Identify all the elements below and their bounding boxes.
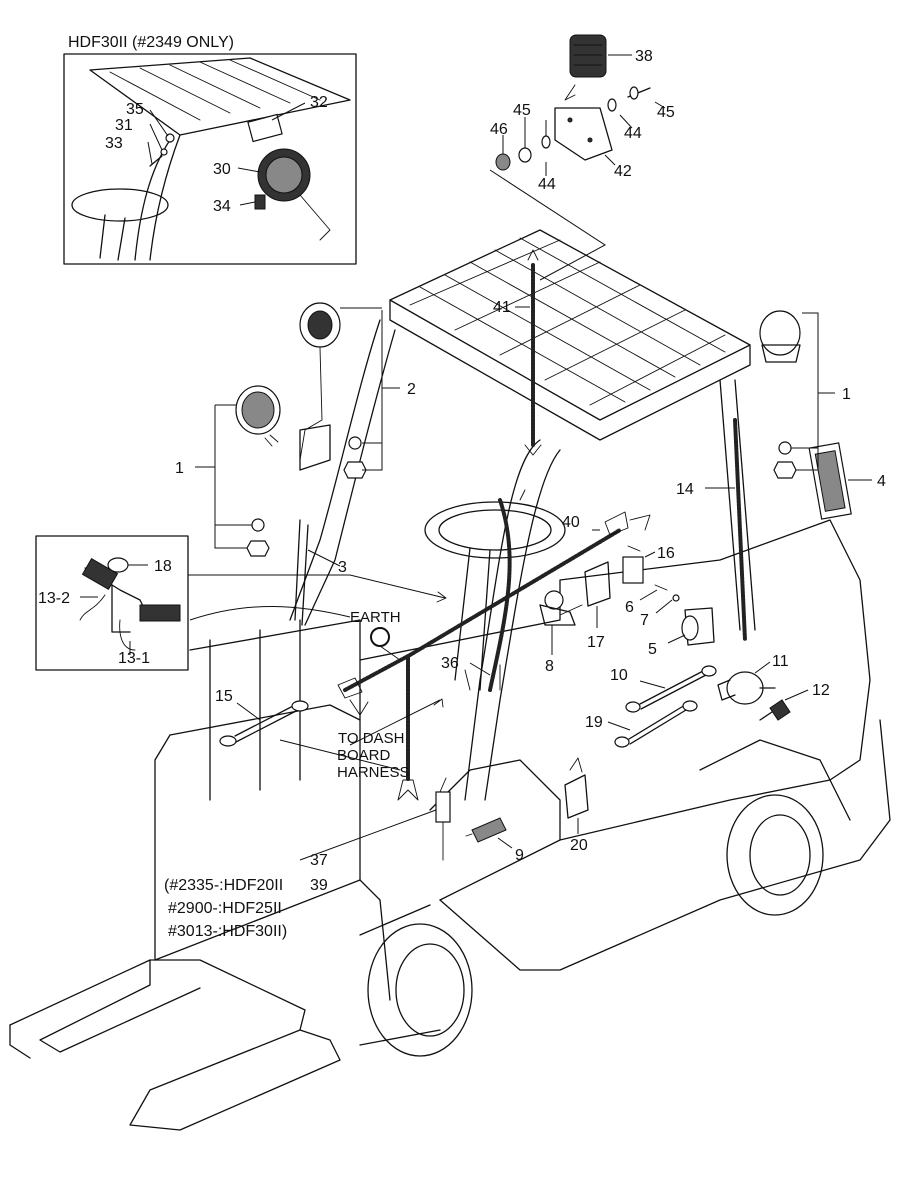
beacon-assembly: 38 45 45 46 44 44 42 bbox=[489, 34, 675, 281]
callout-36: 36 bbox=[441, 655, 459, 672]
callout-42: 42 bbox=[614, 163, 632, 180]
callout-11: 11 bbox=[772, 653, 789, 670]
fork-left bbox=[9, 959, 201, 1059]
to-dash-label-2: BOARD bbox=[337, 747, 391, 764]
key-switch: 11 12 bbox=[717, 653, 830, 721]
callout-1-right: 1 bbox=[842, 386, 851, 403]
callout-41: 41 bbox=[493, 299, 511, 316]
front-wheel bbox=[359, 904, 473, 1057]
rear-lamps-right: 1 4 14 bbox=[676, 310, 886, 642]
callout-9: 9 bbox=[515, 847, 524, 864]
callout-33: 33 bbox=[105, 135, 123, 152]
callout-7: 7 bbox=[640, 612, 649, 629]
main-harness: 40 36 EARTH TO DASH BOARD HARNESS bbox=[189, 489, 651, 801]
callout-32: 32 bbox=[310, 94, 328, 111]
callout-45a: 45 bbox=[513, 102, 531, 119]
callout-17: 17 bbox=[587, 634, 605, 651]
callout-2: 2 bbox=[407, 381, 416, 398]
forklift-outline bbox=[9, 229, 891, 1131]
callout-20: 20 bbox=[570, 837, 588, 854]
callout-14: 14 bbox=[676, 481, 694, 498]
callout-8: 8 bbox=[545, 658, 554, 675]
callout-38: 38 bbox=[635, 48, 653, 65]
callout-46: 46 bbox=[490, 121, 508, 138]
callout-6: 6 bbox=[625, 599, 634, 616]
callout-45b: 45 bbox=[657, 104, 675, 121]
truck-body bbox=[359, 519, 891, 971]
callout-10: 10 bbox=[610, 667, 628, 684]
callout-4: 4 bbox=[877, 473, 886, 490]
rear-wheel bbox=[726, 794, 824, 916]
callout-39: 39 bbox=[310, 877, 328, 894]
front-lamps-left: 2 1 3 bbox=[175, 302, 416, 626]
relays-and-small-parts: 16 17 20 8 5 6 7 9 bbox=[465, 545, 715, 864]
callout-31: 31 bbox=[115, 117, 133, 134]
inset-combination-switch: 18 13-2 13-1 bbox=[35, 535, 447, 671]
callout-37: 37 bbox=[310, 852, 328, 869]
callout-44a: 44 bbox=[624, 125, 642, 142]
callout-1-left: 1 bbox=[175, 460, 184, 477]
battery-cables: 15 10 19 bbox=[215, 665, 717, 748]
callout-35: 35 bbox=[126, 101, 144, 118]
inset-hdf30-2349: HDF30II (#2349 ONLY) 35 31 33 32 30 34 bbox=[63, 34, 357, 265]
harness-41: 41 bbox=[493, 249, 542, 456]
callout-40: 40 bbox=[562, 514, 580, 531]
callout-44b: 44 bbox=[538, 176, 556, 193]
callout-16: 16 bbox=[657, 545, 675, 562]
overhead-guard bbox=[289, 229, 756, 801]
callout-34: 34 bbox=[213, 198, 231, 215]
callout-13-2: 13-2 bbox=[38, 590, 70, 607]
callout-19: 19 bbox=[585, 714, 603, 731]
callout-12: 12 bbox=[812, 682, 830, 699]
inset-title: HDF30II (#2349 ONLY) bbox=[68, 34, 234, 51]
mast bbox=[154, 619, 391, 1001]
callout-13-1: 13-1 bbox=[118, 650, 150, 667]
to-dash-label-1: TO DASH bbox=[338, 730, 404, 747]
model-note-3: #3013-:HDF30II) bbox=[168, 923, 287, 940]
model-note-1: (#2335-:HDF20II bbox=[164, 877, 283, 894]
callout-30: 30 bbox=[213, 161, 231, 178]
earth-label: EARTH bbox=[350, 609, 401, 626]
callout-5: 5 bbox=[648, 641, 657, 658]
to-dash-label-3: HARNESS bbox=[337, 764, 410, 781]
sender-37: 37 (#2335-:HDF20II 39 #2900-:HDF25II #30… bbox=[164, 777, 451, 940]
model-note-2: #2900-:HDF25II bbox=[168, 900, 282, 917]
callout-18: 18 bbox=[154, 558, 172, 575]
fork-right bbox=[129, 959, 341, 1131]
callout-3: 3 bbox=[338, 559, 347, 576]
callout-15: 15 bbox=[215, 688, 233, 705]
